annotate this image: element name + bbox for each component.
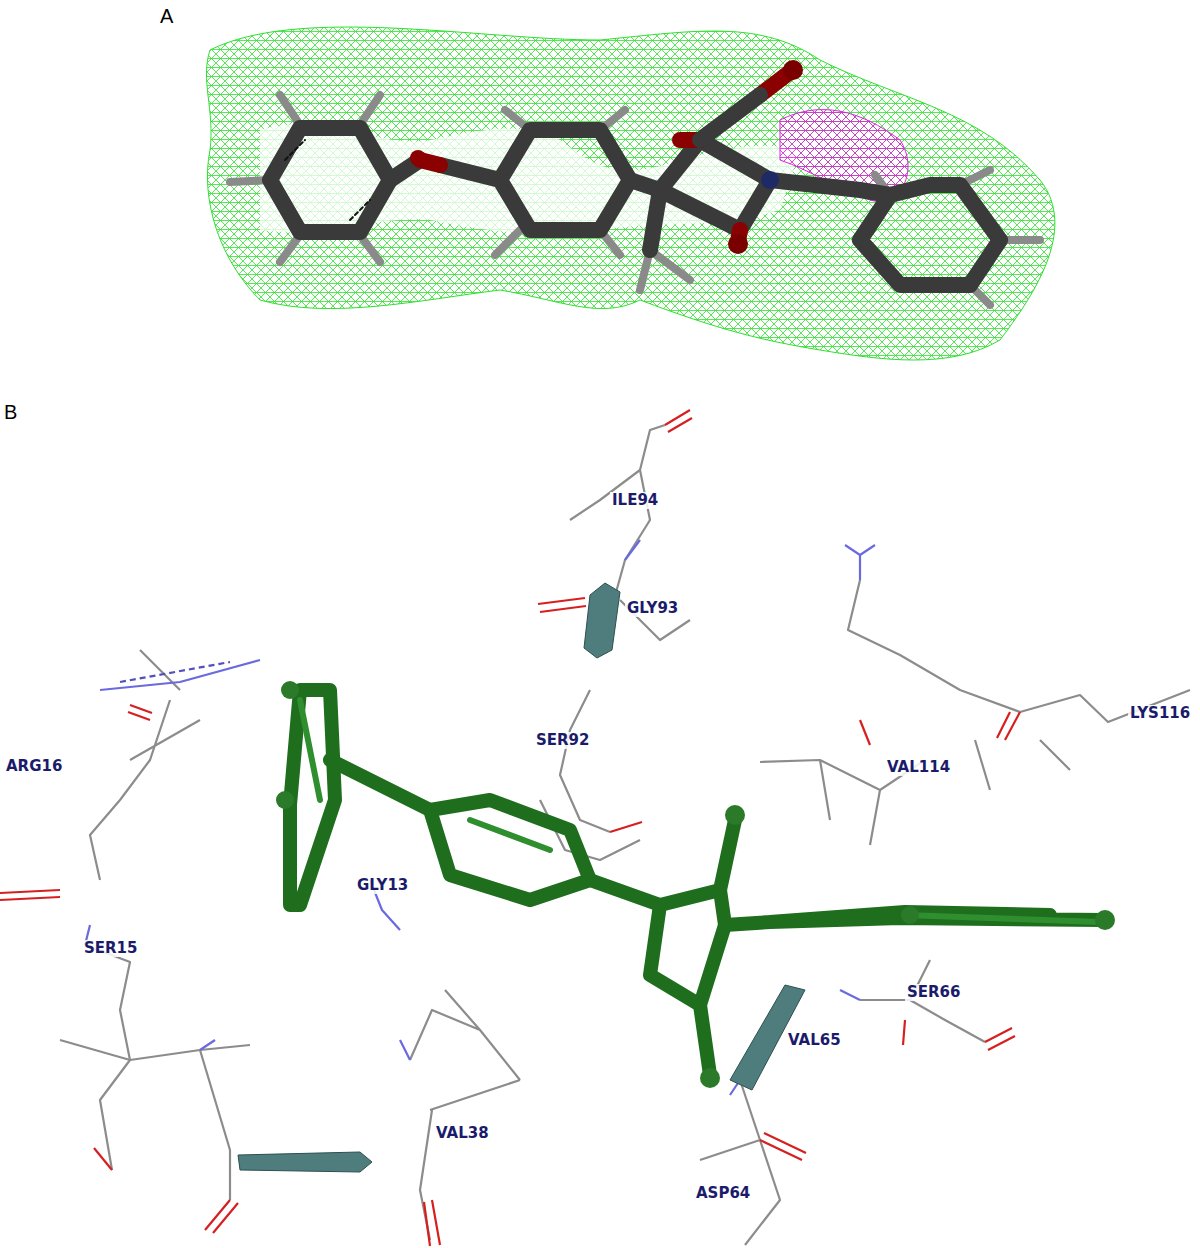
surface-mesh: [206, 27, 1054, 360]
ligand-sticks: [230, 60, 1040, 305]
residue-label: ARG16: [4, 758, 64, 775]
residue-label: VAL65: [786, 1032, 843, 1049]
residue-label: ILE94: [610, 492, 660, 509]
residue-label: GLY13: [355, 877, 410, 894]
residue-label: SER66: [905, 984, 962, 1001]
ribbon: [238, 583, 805, 1172]
residue-label: SER92: [534, 732, 591, 749]
residue-label: VAL38: [434, 1125, 491, 1142]
residue-label: VAL114: [885, 759, 952, 776]
panel-letter: A: [160, 6, 173, 26]
residue-label: ASP64: [694, 1185, 752, 1202]
residue-label: LYS116: [1128, 705, 1192, 722]
residue-wireframes: [0, 410, 1190, 1246]
residue-label: SER15: [82, 940, 139, 957]
residue-label: GLY93: [625, 600, 680, 617]
panel-letter: B: [4, 402, 17, 422]
docked-ligand: [276, 681, 1115, 1088]
